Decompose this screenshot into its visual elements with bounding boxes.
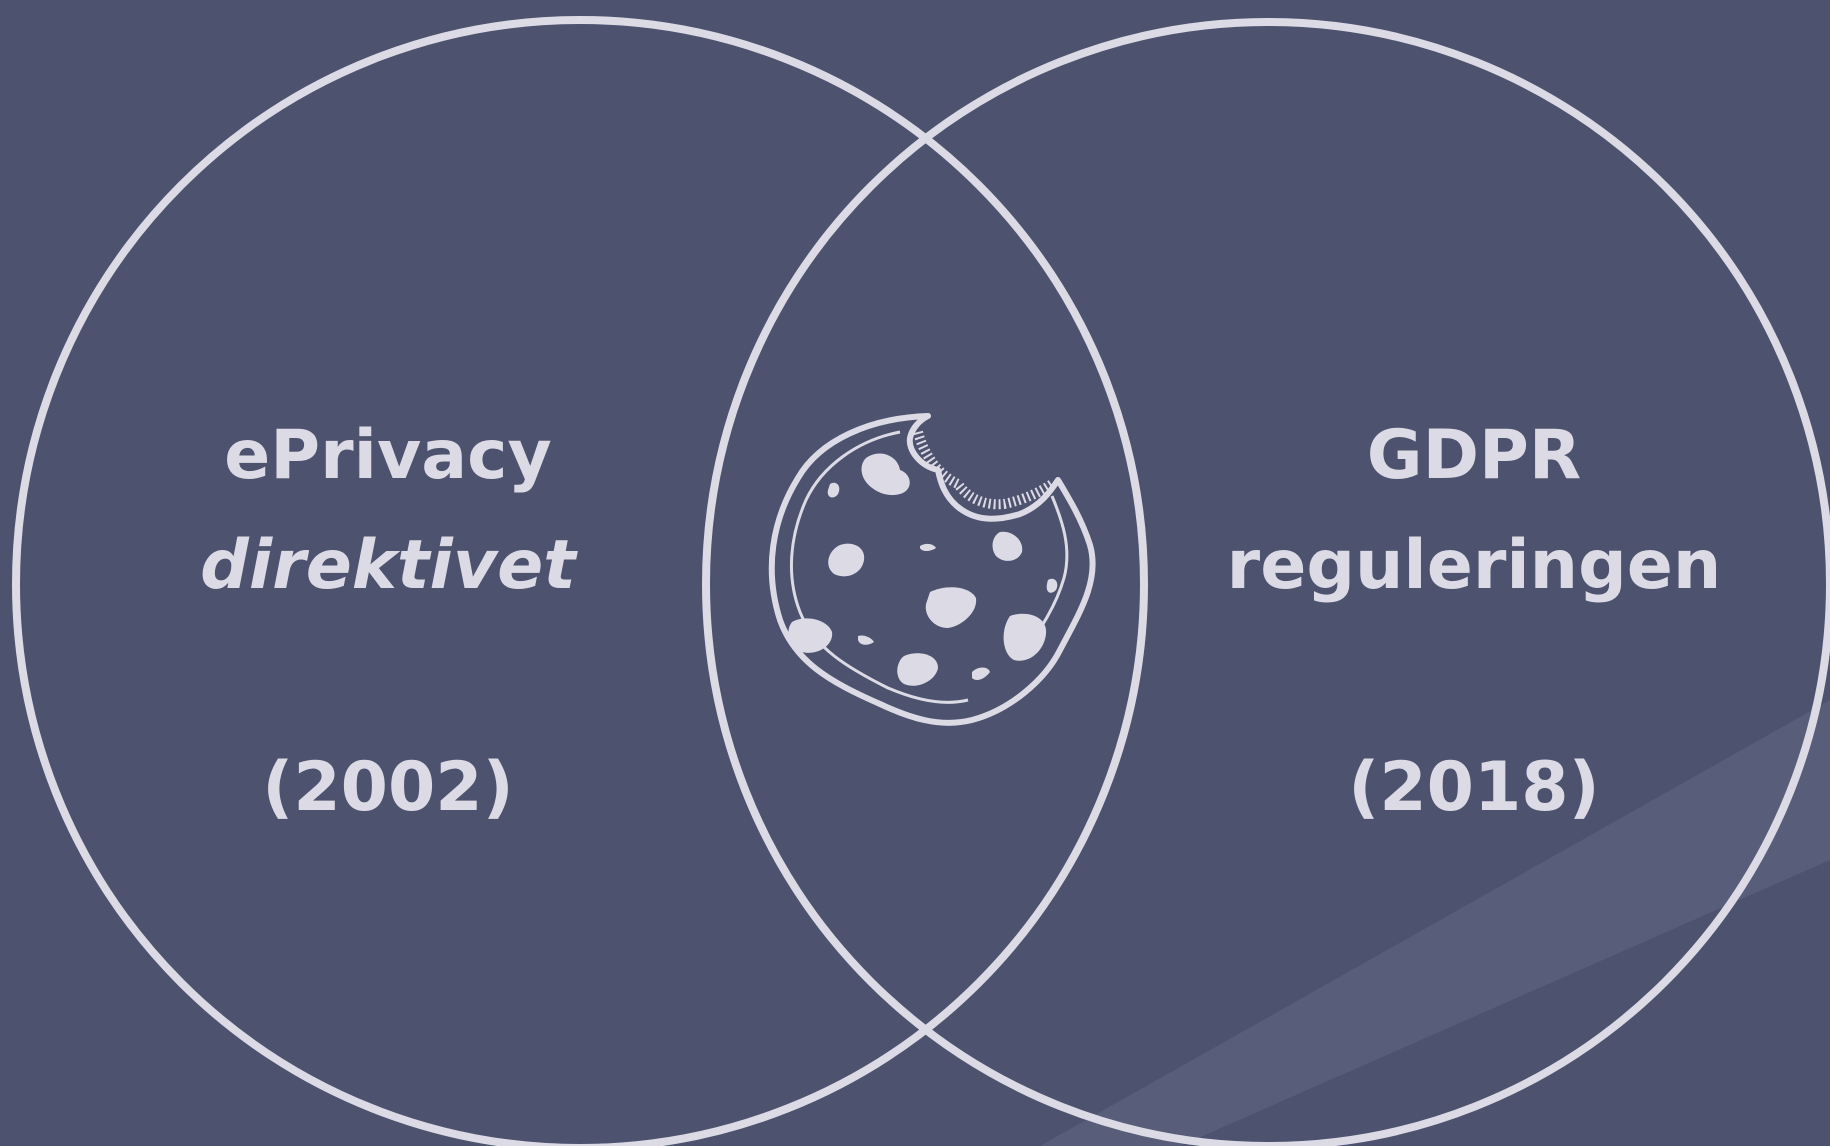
right-set-circle <box>702 18 1830 1146</box>
bitten-cookie-icon <box>768 413 1096 726</box>
decorative-band <box>1040 700 1830 1146</box>
left-set-year: (2002) <box>262 748 513 827</box>
left-set-subtitle: direktivet <box>200 526 578 605</box>
left-set-title: ePrivacy <box>224 416 552 495</box>
right-set-title: GDPR <box>1367 416 1581 495</box>
left-set-circle <box>12 16 1148 1146</box>
right-set-year: (2018) <box>1348 748 1599 827</box>
right-set-subtitle: reguleringen <box>1227 526 1722 605</box>
